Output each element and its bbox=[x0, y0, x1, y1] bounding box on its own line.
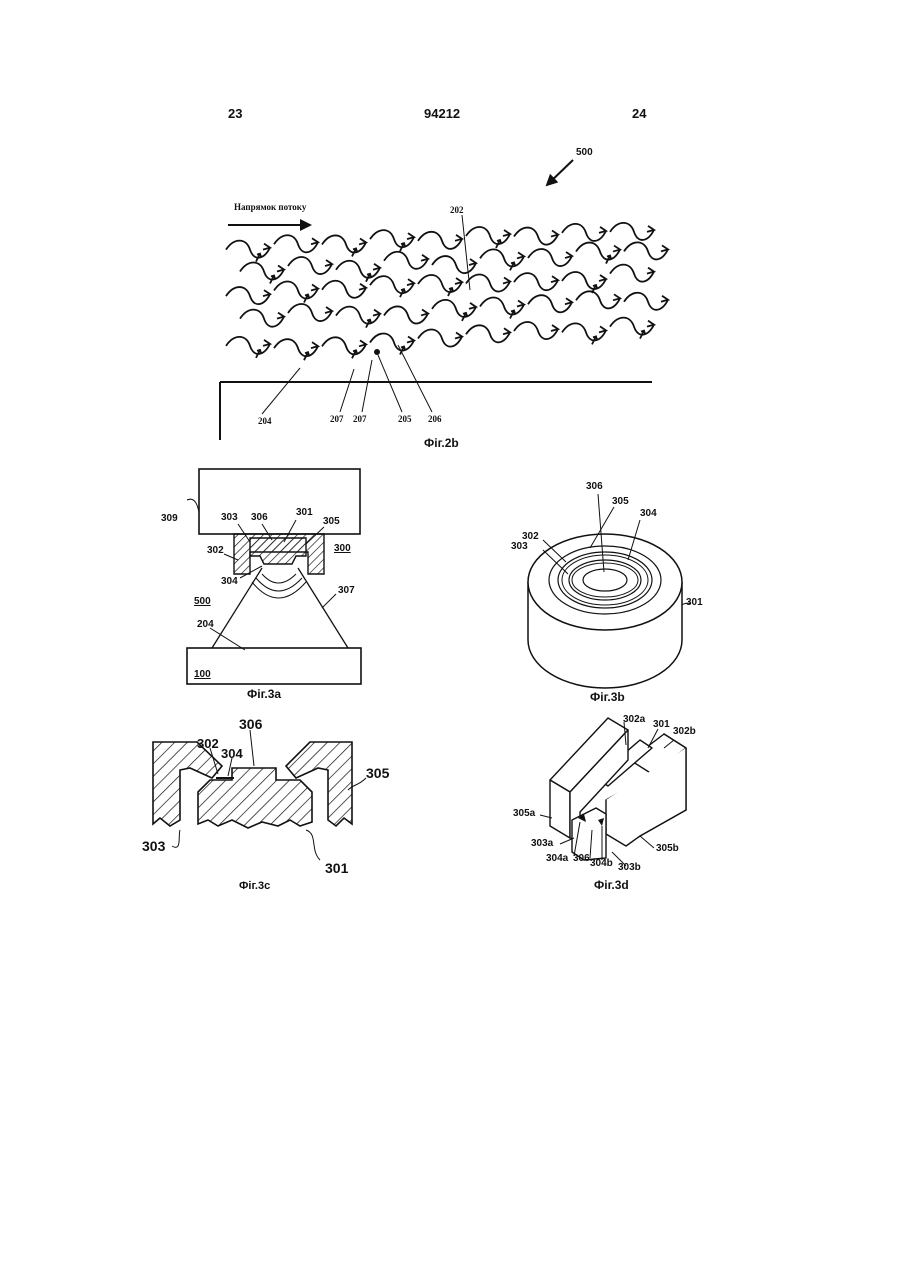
fig3d-drawing bbox=[0, 0, 901, 900]
ref-303b: 303b bbox=[618, 862, 641, 873]
ref-301-fig3d: 301 bbox=[653, 719, 670, 730]
caption-fig3d: Фіг.3d bbox=[594, 878, 629, 892]
ref-306-fig3d: 306 bbox=[573, 853, 590, 864]
ref-303a: 303a bbox=[531, 838, 553, 849]
ref-302a: 302a bbox=[623, 714, 645, 725]
ref-305b: 305b bbox=[656, 843, 679, 854]
ref-304b: 304b bbox=[590, 858, 613, 869]
ref-305a: 305a bbox=[513, 808, 535, 819]
ref-302b: 302b bbox=[673, 726, 696, 737]
ref-304a: 304a bbox=[546, 853, 568, 864]
